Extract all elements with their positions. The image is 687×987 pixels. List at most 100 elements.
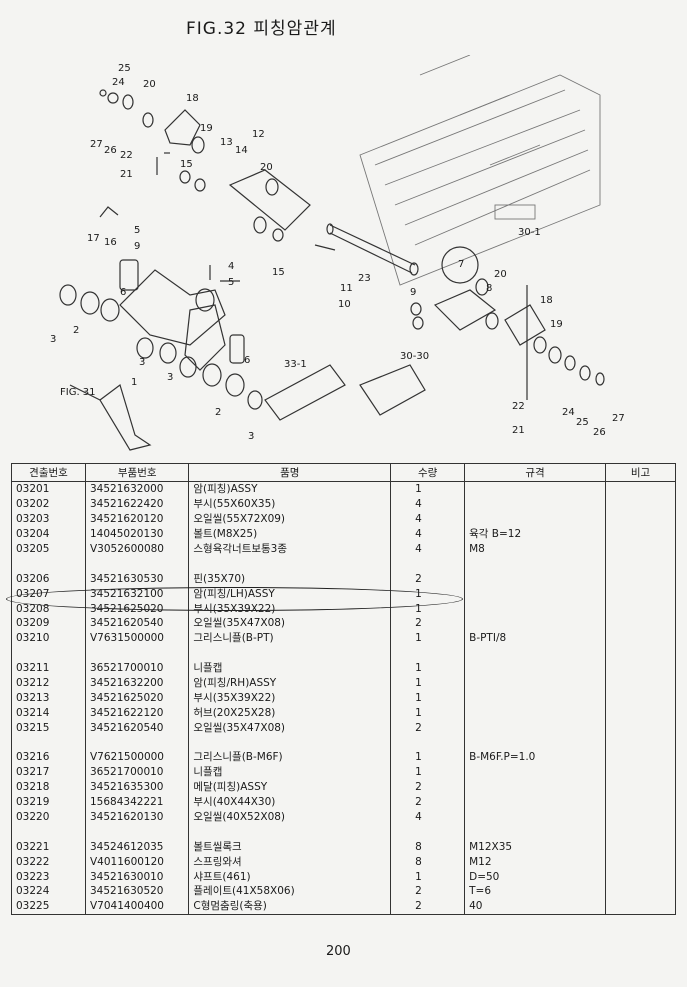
note-cell bbox=[605, 720, 676, 736]
part-name-cell: 암(피칭)ASSY bbox=[188, 481, 392, 497]
note-cell bbox=[605, 735, 676, 751]
part-no-cell bbox=[84, 556, 190, 572]
note-cell bbox=[605, 586, 676, 602]
ref-no-cell bbox=[11, 735, 86, 751]
diagram-label: 3 bbox=[248, 431, 254, 442]
diagram-label: 7 bbox=[458, 259, 464, 270]
part-name-cell: 핀(35X70) bbox=[188, 571, 392, 587]
spec-cell bbox=[464, 586, 607, 602]
part-no-cell: 34521620540 bbox=[84, 720, 190, 736]
qty-cell: 2 bbox=[390, 884, 466, 899]
spec-cell bbox=[464, 690, 607, 706]
part-no-cell: 34521622420 bbox=[84, 496, 190, 512]
qty-cell: 2 bbox=[390, 898, 466, 915]
part-no-cell: 34524612035 bbox=[84, 839, 190, 855]
part-name-cell: 허브(20X25X28) bbox=[188, 705, 392, 721]
diagram-label: 17 bbox=[87, 233, 100, 244]
diagram-label: 5 bbox=[228, 277, 234, 288]
diagram-label: 3 bbox=[139, 357, 145, 368]
part-no-cell: 34521632200 bbox=[84, 675, 190, 691]
table-row bbox=[11, 645, 676, 661]
ref-no-cell: 03202 bbox=[11, 496, 86, 512]
note-cell bbox=[605, 526, 676, 542]
note-cell bbox=[605, 616, 676, 631]
spec-cell bbox=[464, 794, 607, 810]
table-header-row: 견출번호 부품번호 품명 수량 규격 비고 bbox=[11, 463, 676, 482]
diagram-label: 6 bbox=[120, 287, 126, 298]
diagram-label: 9 bbox=[134, 241, 140, 252]
part-no-cell bbox=[84, 645, 190, 661]
ref-no-cell bbox=[11, 556, 86, 572]
diagram-label: 33-1 bbox=[284, 359, 307, 370]
part-no-cell: V7041400400 bbox=[84, 898, 190, 915]
part-no-cell: 34521620120 bbox=[84, 511, 190, 527]
spec-cell bbox=[464, 660, 607, 676]
note-cell bbox=[605, 645, 676, 661]
ref-no-cell: 03219 bbox=[11, 794, 86, 810]
qty-cell: 1 bbox=[390, 764, 466, 780]
qty-cell bbox=[390, 645, 466, 661]
part-name-cell bbox=[188, 645, 392, 661]
diagram-label: 14 bbox=[235, 145, 248, 156]
part-no-cell: V3052600080 bbox=[84, 541, 190, 557]
middle-arm-parts bbox=[99, 169, 311, 242]
qty-cell: 1 bbox=[390, 705, 466, 721]
part-no-cell: 34521632000 bbox=[84, 481, 190, 497]
qty-cell: 1 bbox=[390, 869, 466, 885]
part-no-cell: V7631500000 bbox=[84, 630, 190, 646]
note-cell bbox=[605, 690, 676, 706]
diagram-label: 1 bbox=[131, 377, 137, 388]
part-name-cell: 플레이트(41X58X06) bbox=[188, 884, 392, 899]
ref-no-cell: 03217 bbox=[11, 764, 86, 780]
diagram-label: 15 bbox=[272, 267, 285, 278]
col-header-note: 비고 bbox=[605, 463, 676, 482]
note-cell bbox=[605, 511, 676, 527]
col-header-part-name: 품명 bbox=[188, 463, 392, 482]
diagram-label: 3 bbox=[167, 372, 173, 383]
ref-no-cell: 03223 bbox=[11, 869, 86, 885]
exploded-parts-diagram: 25 24 20 18 19 27 26 22 21 15 13 14 12 2… bbox=[50, 55, 625, 451]
qty-cell: 4 bbox=[390, 526, 466, 542]
diagram-label: 12 bbox=[252, 129, 265, 140]
spec-cell: 40 bbox=[464, 898, 607, 915]
ref-no-cell: 03201 bbox=[11, 481, 86, 497]
part-no-cell: 15684342221 bbox=[84, 794, 190, 810]
part-name-cell: 암(피칭/RH)ASSY bbox=[188, 675, 392, 691]
spec-cell: T=6 bbox=[464, 884, 607, 899]
part-name-cell bbox=[188, 556, 392, 572]
spec-cell bbox=[464, 571, 607, 587]
spec-cell bbox=[464, 616, 607, 631]
ref-no-cell: 03220 bbox=[11, 809, 86, 825]
right-arm-parts bbox=[410, 246, 605, 400]
note-cell bbox=[605, 869, 676, 885]
spec-cell bbox=[464, 601, 607, 617]
note-cell bbox=[605, 630, 676, 646]
spec-cell bbox=[464, 496, 607, 512]
part-no-cell: V4011600120 bbox=[84, 854, 190, 870]
note-cell bbox=[605, 779, 676, 795]
spec-cell bbox=[464, 720, 607, 736]
qty-cell bbox=[390, 556, 466, 572]
diagram-label: 30-30 bbox=[400, 351, 429, 362]
diagram-label: 19 bbox=[550, 319, 563, 330]
spec-cell bbox=[464, 556, 607, 572]
ref-no-cell: 03209 bbox=[11, 616, 86, 631]
diagram-label: 18 bbox=[540, 295, 553, 306]
qty-cell: 2 bbox=[390, 571, 466, 587]
diagram-label: FIG. 31 bbox=[60, 387, 96, 398]
ref-no-cell bbox=[11, 645, 86, 661]
shaft bbox=[314, 223, 419, 276]
spec-cell: M12X35 bbox=[464, 839, 607, 855]
diagram-label: 6 bbox=[244, 355, 250, 366]
spec-cell bbox=[464, 481, 607, 497]
note-cell bbox=[605, 496, 676, 512]
ref-no-cell: 03212 bbox=[11, 675, 86, 691]
